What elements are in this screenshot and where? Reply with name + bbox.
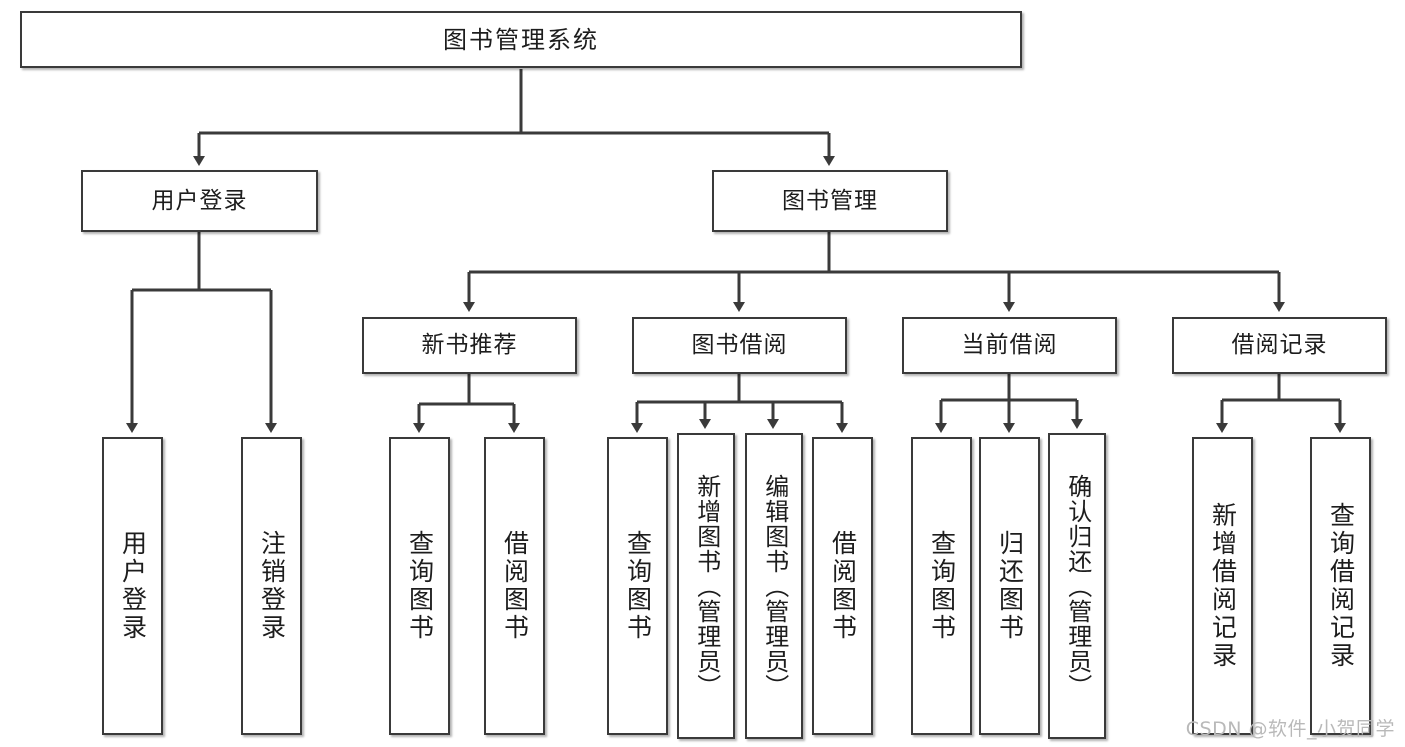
node-book-management-system[interactable]: 图书管理系统 [20, 11, 1022, 68]
node-label: 注销登录 [257, 530, 287, 642]
node-new-book-recommend[interactable]: 新书推荐 [362, 317, 577, 374]
node-label: 当前借阅 [961, 332, 1058, 358]
leaf-confirm-return-admin[interactable]: 确认归还（管理员） [1048, 433, 1106, 739]
node-label: 图书管理 [782, 187, 878, 214]
node-label: 借阅记录 [1231, 332, 1328, 358]
leaf-add-book-admin[interactable]: 新增图书（管理员） [677, 433, 735, 739]
node-book-management[interactable]: 图书管理 [712, 170, 948, 232]
node-label: 借阅图书 [500, 530, 530, 642]
leaf-edit-book-admin[interactable]: 编辑图书（管理员） [745, 433, 803, 739]
node-label: 查询图书 [405, 530, 435, 642]
node-label: 归还图书 [995, 530, 1025, 642]
leaf-add-borrow-record[interactable]: 新增借阅记录 [1192, 437, 1253, 735]
node-label: 新增借阅记录 [1208, 502, 1238, 670]
leaf-logout[interactable]: 注销登录 [241, 437, 302, 735]
node-label: 图书借阅 [691, 332, 788, 358]
leaf-query-books-current[interactable]: 查询图书 [911, 437, 972, 735]
node-label: 用户登录 [151, 187, 248, 214]
leaf-return-books[interactable]: 归还图书 [979, 437, 1040, 735]
node-borrow-record[interactable]: 借阅记录 [1172, 317, 1387, 374]
node-label: 查询图书 [623, 530, 653, 642]
node-user-login[interactable]: 用户登录 [81, 170, 318, 232]
leaf-query-books-borrow[interactable]: 查询图书 [607, 437, 668, 735]
node-label: 新书推荐 [421, 332, 518, 358]
leaf-user-login[interactable]: 用户登录 [102, 437, 163, 735]
leaf-borrow-books[interactable]: 借阅图书 [812, 437, 873, 735]
node-book-borrow[interactable]: 图书借阅 [632, 317, 847, 374]
leaf-query-borrow-record[interactable]: 查询借阅记录 [1310, 437, 1371, 735]
node-current-borrow[interactable]: 当前借阅 [902, 317, 1117, 374]
node-label: 新增图书（管理员） [692, 473, 721, 699]
leaf-query-books-recommend[interactable]: 查询图书 [389, 437, 450, 735]
node-label: 查询图书 [927, 530, 957, 642]
leaf-borrow-books-recommend[interactable]: 借阅图书 [484, 437, 545, 735]
node-label: 图书管理系统 [443, 25, 599, 54]
node-label: 借阅图书 [828, 530, 858, 642]
node-label: 编辑图书（管理员） [760, 473, 789, 699]
node-label: 查询借阅记录 [1326, 502, 1356, 670]
node-label: 用户登录 [118, 530, 148, 642]
node-label: 确认归还（管理员） [1063, 473, 1092, 699]
